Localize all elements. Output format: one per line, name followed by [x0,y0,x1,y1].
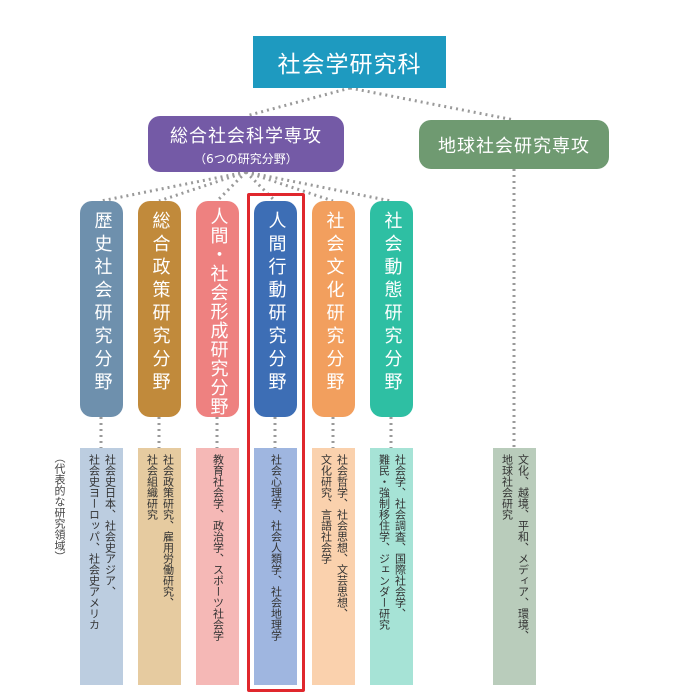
highlight-frame [247,193,305,692]
field-human-society-formation: 人間・社会形成研究分野 [196,201,239,417]
graduate-school-box: 社会学研究科 [253,36,446,88]
field-history-society: 歴史社会研究分野 [80,201,123,417]
field-social-dynamics: 社会動態研究分野 [370,201,413,417]
areas-human-behavior: 社会心理学、社会人類学、社会地理学 [254,448,297,685]
areas-text: 社会学、社会調査、国際社会学、難民・強制移住学、ジェンダー研究 [377,454,407,630]
representative-areas-note: （代表的な研究領域） [53,452,66,562]
areas-text: 文化、越境、平和、メディア、環境、地球社会研究 [500,454,530,641]
field-society-culture: 社会文化研究分野 [312,201,355,417]
field-label: 社会動態研究分野 [381,211,403,395]
areas-text: 教育社会学、政治学、スポーツ社会学 [211,454,225,641]
major-general-social-science: 総合社会科学専攻 （6つの研究分野） [148,116,344,172]
major-title: 地球社会研究専攻 [438,135,590,157]
areas-global-society: 文化、越境、平和、メディア、環境、地球社会研究 [493,448,536,685]
field-label: 社会文化研究分野 [323,211,345,395]
major-subtitle: （6つの研究分野） [194,151,298,166]
areas-text: 社会心理学、社会人類学、社会地理学 [269,454,283,641]
field-human-behavior: 人間行動研究分野 [254,201,297,417]
areas-social-dynamics: 社会学、社会調査、国際社会学、難民・強制移住学、ジェンダー研究 [370,448,413,685]
areas-text: 社会政策研究、雇用労働研究、社会組織研究 [145,454,175,608]
areas-policy: 社会政策研究、雇用労働研究、社会組織研究 [138,448,181,685]
major-global-society: 地球社会研究専攻 [419,120,609,169]
field-label: 人間行動研究分野 [265,211,287,395]
areas-society-culture: 社会哲学、社会思想、文芸思想、文化研究、言語社会学 [312,448,355,685]
field-policy: 総合政策研究分野 [138,201,181,417]
field-label: 人間・社会形成研究分野 [207,207,229,416]
field-label: 総合政策研究分野 [149,211,171,395]
major-title: 総合社会科学専攻 [170,125,322,147]
areas-text: 社会哲学、社会思想、文芸思想、文化研究、言語社会学 [319,454,349,619]
graduate-school-title: 社会学研究科 [277,52,422,78]
areas-history-society: 社会史日本、社会史アジア、社会史ヨーロッパ、社会史アメリカ [80,448,123,685]
areas-human-society-formation: 教育社会学、政治学、スポーツ社会学 [196,448,239,685]
areas-text: 社会史日本、社会史アジア、社会史ヨーロッパ、社会史アメリカ [87,454,117,630]
field-label: 歴史社会研究分野 [91,211,113,395]
